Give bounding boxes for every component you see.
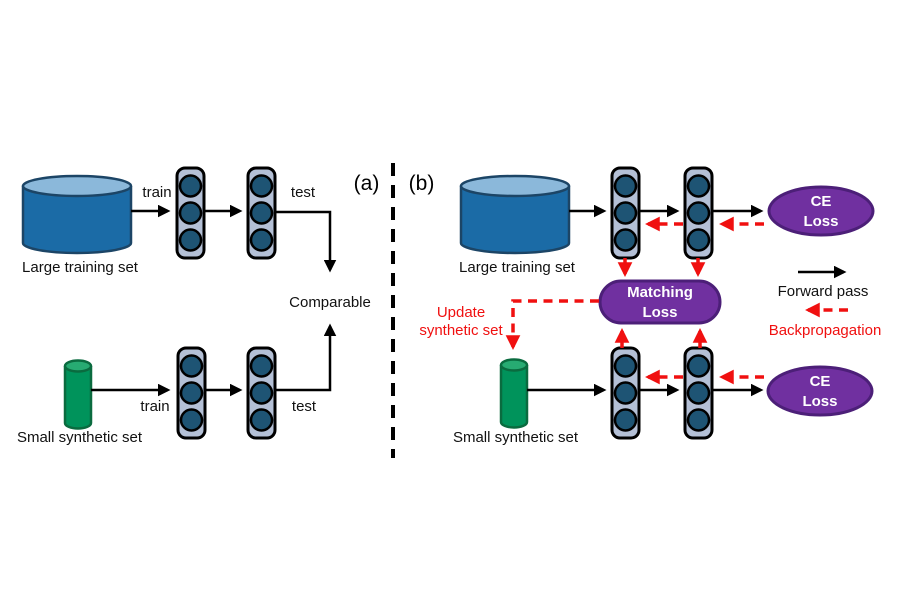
small-synthetic-set-label-b: Small synthetic set <box>452 429 579 446</box>
matching-loss-shape <box>598 279 722 325</box>
ce-loss-top-label: CE Loss <box>769 192 873 231</box>
update-note-line1: Update <box>436 304 486 321</box>
large-training-set-label-b: Large training set <box>459 259 575 276</box>
network-a-top-2 <box>246 166 277 260</box>
update-synthetic-set-label: Update synthetic set <box>405 304 517 339</box>
network-a-bottom-2 <box>246 346 277 440</box>
legend-forward-label: Forward pass <box>777 283 869 300</box>
matching-loss-label: Matching Loss <box>600 283 720 322</box>
ce-loss-bottom-label: CE Loss <box>768 372 872 411</box>
ce-loss-bottom-shape <box>766 365 874 417</box>
panel-a-label: (a) <box>353 172 380 195</box>
ce-loss-top-shape <box>767 185 875 237</box>
ce-loss-bottom-line1: CE <box>809 373 831 390</box>
comparable-label: Comparable <box>289 294 371 311</box>
test-arrow-a-bottom-to-comparable <box>275 323 337 392</box>
test-arrow-a-top-to-comparable <box>275 210 337 273</box>
ce-loss-bottom-line2: Loss <box>802 392 838 410</box>
train-label-a-bottom: train <box>140 398 170 415</box>
network-b-top-2 <box>683 166 714 260</box>
network-a-bottom-1 <box>176 346 207 440</box>
update-note-line2: synthetic set <box>419 321 503 339</box>
train-label-a-top: train <box>142 184 172 201</box>
large-training-set-cylinder-b <box>459 174 571 255</box>
network-b-top-1 <box>610 166 641 260</box>
network-a-top-1 <box>175 166 206 260</box>
legend-backprop-label: Backpropagation <box>768 322 882 339</box>
network-b-bottom-1 <box>610 346 641 440</box>
matching-loss-line2: Loss <box>642 303 678 321</box>
small-synthetic-set-label-a: Small synthetic set <box>16 429 143 446</box>
matching-loss-line1: Matching <box>627 284 693 301</box>
large-training-set-label-a: Large training set <box>22 259 138 276</box>
small-synthetic-set-cylinder-a <box>63 359 93 430</box>
large-training-set-cylinder-a <box>21 174 133 255</box>
network-b-bottom-2 <box>683 346 714 440</box>
ce-loss-top-line2: Loss <box>803 212 839 230</box>
test-label-a-bottom: test <box>291 398 317 415</box>
update-synthetic-set-arrow <box>505 299 599 350</box>
test-label-a-top: test <box>290 184 316 201</box>
small-synthetic-set-cylinder-b <box>499 358 529 429</box>
ce-loss-top-line1: CE <box>810 193 832 210</box>
panel-b-label: (b) <box>408 172 435 195</box>
